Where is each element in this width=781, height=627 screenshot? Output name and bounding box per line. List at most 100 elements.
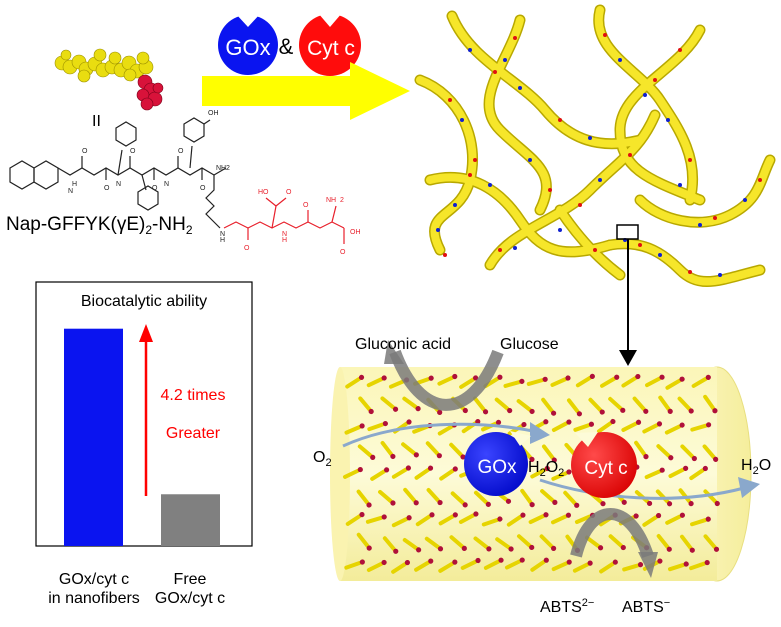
peptide-molecule [665, 512, 686, 525]
peptide-molecule [690, 422, 712, 432]
gox-on-fiber-label: GOx [477, 457, 517, 478]
peptide-molecule [588, 397, 605, 415]
bar-chart: Biocatalytic ability 4.2 times Greater G… [35, 281, 253, 607]
peptide-molecule [551, 419, 572, 432]
peptide-molecule [342, 466, 363, 479]
peptide-molecule [680, 444, 697, 462]
peptide-molecule [367, 420, 388, 432]
abts-conversion-arrow [570, 508, 654, 558]
oxygen-flow-arrow [342, 422, 539, 448]
nanofiber-network [414, 4, 776, 288]
peptide-molecule [439, 466, 458, 481]
peptide-molecule [563, 490, 580, 508]
peptide-molecule [401, 442, 419, 458]
svg-text:N: N [164, 181, 169, 188]
molecule-roman-label: II [92, 113, 101, 130]
svg-text:O: O [303, 202, 309, 209]
peptide-molecule [572, 560, 593, 573]
peptide-molecule [356, 489, 372, 508]
zoom-selection-box [616, 224, 639, 240]
peptide-molecule [690, 516, 711, 527]
peptide-molecule [541, 397, 557, 416]
svg-text:N: N [282, 231, 287, 238]
molecule-name: Nap-GFFYK(γE)2-NH2 [6, 214, 193, 237]
cytc-enzyme-icon [299, 13, 361, 76]
glucose-conversion-arrow [389, 349, 504, 411]
svg-text:H: H [282, 237, 287, 244]
peptide-molecule [677, 396, 694, 414]
chart-annotation-line1: 4.2 times [161, 387, 226, 404]
peptide-molecule [658, 395, 673, 414]
chemical-structure [9, 117, 227, 229]
svg-text:O: O [152, 185, 158, 192]
peptide-molecule [370, 467, 390, 481]
peptide-molecule [634, 440, 649, 460]
peptide-molecule [402, 396, 421, 412]
peptide-molecule [345, 512, 365, 526]
peroxide-flow-arrow [539, 478, 745, 500]
category-label-1-line2: in nanofibers [48, 590, 140, 607]
glucose-label: Glucose [500, 336, 559, 353]
bar-1 [64, 328, 123, 546]
peptide-molecule [703, 534, 720, 552]
svg-text:O: O [82, 148, 88, 155]
peptide-molecule [438, 512, 458, 526]
svg-text:O: O [286, 189, 292, 196]
peptide-molecule [380, 396, 399, 412]
peptide-molecule [438, 559, 458, 573]
cytc-enzyme-label: Cyt c [307, 37, 355, 60]
peptide-molecule [573, 421, 595, 432]
chart-annotation-line2: Greater [166, 425, 221, 442]
peptide-molecule [357, 444, 376, 460]
peptide-molecule [473, 536, 492, 552]
peptide-molecule [391, 515, 412, 528]
peptide-molecule [520, 488, 535, 508]
peptide-molecule [645, 374, 665, 388]
peptide-molecule [621, 373, 641, 388]
peptide-molecule [391, 559, 411, 574]
peptide-molecule [450, 491, 468, 508]
peptide-molecule [680, 534, 695, 553]
gluconic-acid-label: Gluconic acid [355, 336, 451, 353]
peroxide-flow-arrow-head [738, 477, 760, 498]
peptide-molecule [632, 396, 649, 414]
svg-text:O: O [130, 148, 136, 155]
peptide-molecule [703, 489, 720, 507]
peptide-molecule [656, 534, 672, 552]
peptide-molecule [691, 374, 711, 388]
svg-text:O: O [340, 249, 346, 256]
svg-text:OH: OH [350, 229, 361, 236]
svg-text:OH: OH [208, 110, 219, 117]
peptide-molecule [550, 512, 572, 525]
svg-text:H: H [72, 181, 77, 188]
chart-title: Biocatalytic ability [81, 293, 207, 310]
peptide-molecule [596, 418, 616, 434]
svg-text:O: O [200, 185, 206, 192]
abts-conversion-arrow-head [638, 552, 658, 578]
peptide-molecule [460, 557, 481, 570]
peptide-molecule [402, 538, 422, 553]
peptide-molecule [541, 444, 557, 463]
peptide-molecule [426, 488, 443, 506]
peptide-molecule [378, 489, 396, 506]
peptide-molecule [644, 467, 665, 480]
peptide-molecule [622, 562, 644, 572]
svg-text:NH: NH [216, 165, 226, 172]
peptide-molecule [494, 397, 513, 414]
peptide-molecule [665, 376, 685, 390]
peptide-molecule [459, 375, 479, 389]
peptide-molecule [528, 512, 549, 525]
svg-text:NH: NH [326, 197, 336, 204]
svg-text:2: 2 [226, 165, 230, 172]
peptide-molecule [344, 423, 365, 435]
svg-text:O: O [178, 148, 184, 155]
peptide-molecule [516, 399, 535, 415]
peptide-molecule [539, 534, 557, 551]
peptide-molecule [656, 444, 674, 461]
peptide-molecule [391, 465, 412, 479]
gox-enzyme-icon [218, 14, 278, 75]
ampersand-label: & [279, 34, 294, 59]
